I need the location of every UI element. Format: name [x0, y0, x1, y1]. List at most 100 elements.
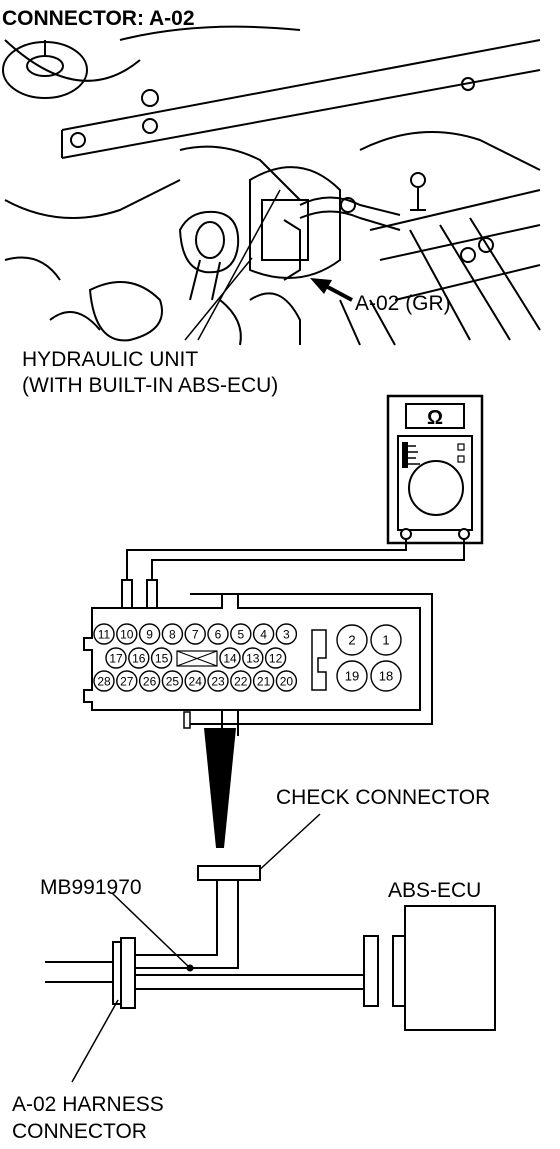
connector-pin-number: 7 — [192, 628, 199, 642]
connector-pin: 25 — [161, 670, 184, 692]
connector-pin-cavity — [207, 670, 229, 692]
connector-pin: 26 — [138, 670, 161, 692]
connector-pin-cavity — [184, 670, 206, 692]
connector-pin-number: 16 — [132, 652, 146, 666]
connector-pin-number: 9 — [146, 628, 153, 642]
connector-pin: 18 — [370, 660, 402, 692]
connector-pin-number: 8 — [169, 628, 176, 642]
ohmmeter-dial — [408, 460, 464, 516]
check-harness — [45, 865, 496, 1031]
connector-pin-cavity — [252, 670, 275, 692]
connector-pin-cavity — [207, 623, 229, 645]
ohmmeter-button-icon — [457, 443, 465, 451]
connector-pin: 17 — [105, 647, 127, 669]
connector-pin: 13 — [242, 647, 264, 669]
connector-pin: 3 — [275, 623, 298, 645]
tool-leader — [111, 892, 191, 969]
hydraulic-unit-leaders — [184, 189, 281, 341]
connector-pin-cavity — [105, 647, 127, 669]
ohmmeter-jack — [458, 528, 470, 540]
connector-pin-number: 6 — [215, 628, 222, 642]
ohm-symbol-icon: Ω — [427, 407, 443, 429]
connector-pin: 19 — [336, 660, 368, 692]
connector-pin-cavity — [150, 647, 173, 669]
diagram-title: CONNECTOR: A-02 — [2, 7, 195, 30]
connector-pin-number: 23 — [211, 675, 225, 689]
connector-pin-cavity — [275, 670, 298, 692]
ohmmeter-button-icon — [457, 455, 465, 463]
connector-pin: 8 — [161, 623, 184, 645]
ohmmeter: Ω — [386, 394, 484, 545]
connector-pin: 11 — [93, 623, 115, 645]
connector-pin-number: 28 — [97, 675, 111, 689]
ohmmeter-display — [405, 403, 465, 429]
connector-pin-cavity — [138, 623, 161, 645]
connector-pin-number: 26 — [143, 675, 157, 689]
connector-shell-outer — [190, 593, 433, 725]
check-connector-label: CHECK CONNECTOR — [276, 786, 490, 809]
connector-pin-number: 19 — [345, 669, 359, 684]
connector-pin: 12 — [264, 647, 287, 669]
ohmmeter-jack — [400, 528, 412, 540]
connector-pin-cavity — [161, 623, 184, 645]
connector-pin-number: 13 — [246, 652, 260, 666]
connector-pin: 9 — [138, 623, 161, 645]
connector-pin-cavity — [230, 670, 252, 692]
connector-pin-cavity — [264, 647, 287, 669]
connector-pin-cavity — [336, 624, 368, 656]
connector-pin-number: 25 — [166, 675, 180, 689]
connector-pin: 20 — [275, 670, 298, 692]
connector-pin-number: 5 — [237, 628, 244, 642]
connector-pin-number: 17 — [109, 652, 123, 666]
connector-pin-number: 22 — [234, 675, 248, 689]
connector-pin-cavity — [161, 670, 184, 692]
ecu-side-connector — [363, 935, 379, 1007]
connector-pin-number: 1 — [382, 633, 389, 648]
connector-pin-cavity — [128, 647, 150, 669]
connector-pin-cavity — [93, 623, 115, 645]
connector-pin: 4 — [252, 623, 275, 645]
connector-pin-cavity — [230, 623, 252, 645]
connector-pin-number: 3 — [283, 628, 290, 642]
connector-pin-cavity — [138, 670, 161, 692]
connector-pin-cavity — [242, 647, 264, 669]
connector-pin: 24 — [184, 670, 206, 692]
abs-ecu-box — [404, 905, 496, 1031]
check-connector-plug — [197, 865, 261, 881]
connector-pin: 2 — [336, 624, 368, 656]
connector-pin: 5 — [230, 623, 252, 645]
connector-pin-cavity — [252, 623, 275, 645]
connector-pin-number: 15 — [155, 652, 169, 666]
connector-pin-number: 12 — [269, 652, 283, 666]
ohmmeter-scale — [402, 442, 408, 468]
connector-pin-cavity — [116, 623, 138, 645]
connector-pin: 16 — [128, 647, 150, 669]
connector-pin-number: 21 — [257, 675, 271, 689]
connector-pin-cavity — [184, 623, 206, 645]
abs-ecu-label: ABS-ECU — [388, 879, 481, 902]
harness-label-line1: A-02 HARNESS — [12, 1093, 164, 1116]
connector-pin: 23 — [207, 670, 229, 692]
check-connector-leader — [254, 813, 321, 875]
connector-pin: 27 — [116, 670, 138, 692]
connector-pin: 14 — [219, 647, 241, 669]
connector-pin: 15 — [150, 647, 173, 669]
connector-pin-number: 20 — [280, 675, 294, 689]
connector-pin-cavity — [370, 660, 402, 692]
connector-pin-number: 18 — [379, 669, 393, 684]
connector-gr-label: A-02 (GR) — [355, 292, 451, 315]
engine-bay-illustration — [2, 25, 541, 346]
connector-pin: 10 — [116, 623, 138, 645]
harness-label-line2: CONNECTOR — [12, 1120, 147, 1143]
hydraulic-unit-label-line2: (WITH BUILT-IN ABS-ECU) — [22, 374, 278, 397]
connector-pin: 7 — [184, 623, 206, 645]
zoom-indicator — [204, 728, 236, 848]
harness-leader — [71, 999, 119, 1083]
tool-number-label: MB991970 — [40, 876, 142, 899]
connector-pin-cavity — [93, 670, 115, 692]
connector-pin-cavity — [370, 624, 402, 656]
